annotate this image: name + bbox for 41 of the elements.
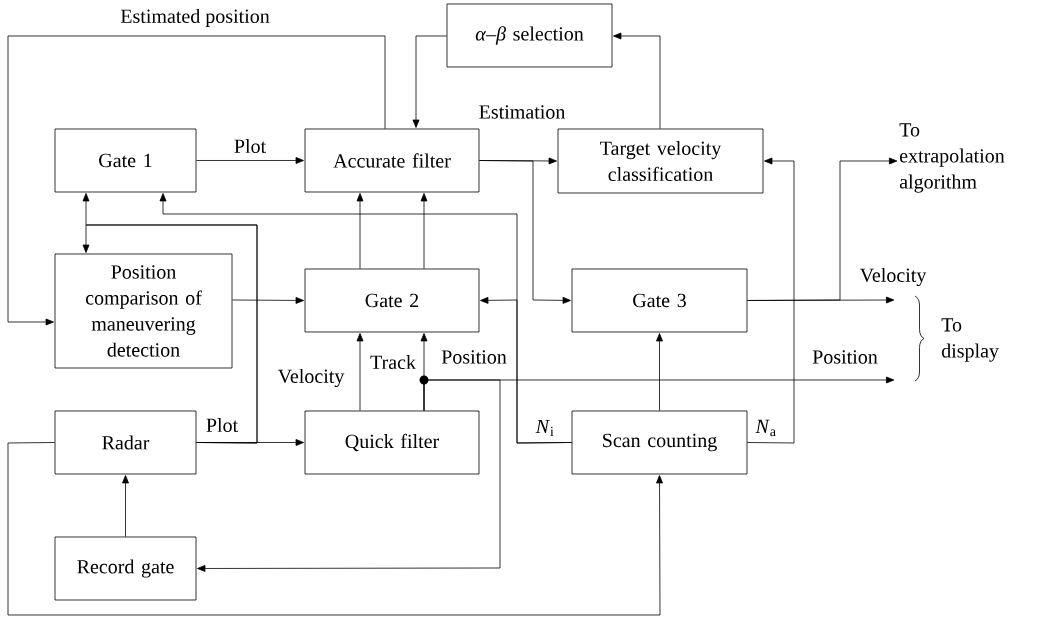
arrow [479, 160, 571, 304]
arrow [480, 296, 572, 444]
arrow [747, 157, 898, 301]
edge-label: Position [812, 350, 878, 364]
output-label: To extrapolation algorithm [899, 123, 1005, 193]
edge-label: N$_{i}$ [535, 419, 554, 437]
edge-label: Velocity [859, 267, 927, 287]
arrow [412, 35, 447, 128]
process-box: Position comparison of maneuvering detection [54, 253, 233, 369]
arrow [197, 379, 501, 572]
process-box: Accurate filter [304, 128, 480, 193]
edge-label: Plot [206, 417, 238, 432]
arrow [656, 333, 663, 411]
edge-label: Estimation [479, 105, 566, 119]
process-box: Record gate [54, 536, 197, 601]
process-box: Target velocity classification [557, 128, 764, 194]
edge-label: Estimated position [120, 8, 270, 28]
process-box: α–β selection [446, 3, 613, 68]
process-box: Gate 3 [571, 268, 748, 333]
process-box: Gate 1 [54, 128, 197, 193]
arrow [356, 193, 364, 269]
arrow [423, 376, 895, 411]
edge-label: N$_{a}$ [755, 419, 776, 437]
process-box: Radar [54, 410, 197, 475]
arrow [7, 442, 663, 616]
process-box: Quick filter [304, 410, 480, 475]
arrow [7, 35, 386, 326]
arrow [122, 475, 129, 537]
process-box: Gate 2 [304, 268, 480, 333]
edge-label: Position [441, 350, 507, 364]
process-box: Scan counting [571, 410, 748, 475]
edge-label: Plot [234, 138, 266, 154]
note-label: To display [941, 318, 999, 362]
arrow [747, 157, 795, 444]
arrow [356, 333, 364, 411]
arrow [613, 32, 661, 129]
arrow [420, 193, 428, 269]
arrow [232, 297, 304, 304]
arrow [196, 157, 304, 164]
edge-label: Velocity [277, 368, 345, 388]
edge-label: Track [370, 354, 416, 369]
